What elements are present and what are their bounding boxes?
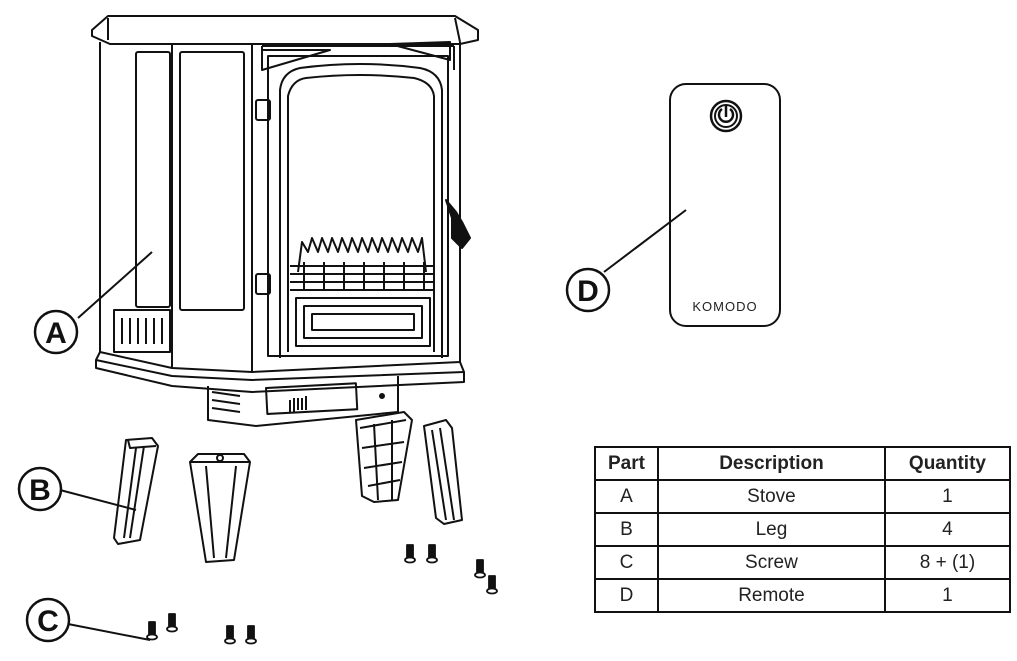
callout-b-label: B xyxy=(29,474,51,507)
cell-description: Screw xyxy=(656,545,886,580)
cell-part: A xyxy=(594,479,659,514)
cell-quantity: 1 xyxy=(883,479,1012,514)
table-row: D Remote 1 xyxy=(594,578,1012,613)
header-quantity: Quantity xyxy=(883,446,1012,481)
parts-table: Part Description Quantity A Stove 1 B Le… xyxy=(594,446,1012,613)
table-row: A Stove 1 xyxy=(594,479,1012,514)
leader-line-d xyxy=(603,209,687,273)
cell-part: C xyxy=(594,545,659,580)
callout-d-circle xyxy=(565,267,611,313)
callout-c-circle xyxy=(25,597,71,643)
callout-a-label: A xyxy=(45,317,67,350)
cell-quantity: 8 + (1) xyxy=(883,545,1012,580)
leg-illustrations xyxy=(113,411,463,563)
screw-illustrations xyxy=(146,544,498,645)
leader-line-a xyxy=(77,251,153,319)
table-row: B Leg 4 xyxy=(594,512,1012,547)
leader-line-b xyxy=(59,489,137,511)
cell-description: Leg xyxy=(656,512,886,547)
cell-part: B xyxy=(594,512,659,547)
remote-illustration xyxy=(669,83,781,327)
parts-table-header-row: Part Description Quantity xyxy=(594,446,1012,481)
table-row: C Screw 8 + (1) xyxy=(594,545,1012,580)
cell-quantity: 4 xyxy=(883,512,1012,547)
callout-b-circle xyxy=(17,466,63,512)
callout-a-circle xyxy=(33,309,79,355)
cell-part: D xyxy=(594,578,659,613)
power-icon xyxy=(709,99,743,133)
callout-d-label: D xyxy=(577,275,599,308)
leader-line-c xyxy=(67,623,151,641)
cell-quantity: 1 xyxy=(883,578,1012,613)
stove-illustration xyxy=(91,15,479,427)
header-part: Part xyxy=(594,446,659,481)
cell-description: Stove xyxy=(656,479,886,514)
callout-c-label: C xyxy=(37,605,59,638)
remote-brand-label: KOMODO xyxy=(692,299,757,314)
header-description: Description xyxy=(656,446,886,481)
cell-description: Remote xyxy=(656,578,886,613)
